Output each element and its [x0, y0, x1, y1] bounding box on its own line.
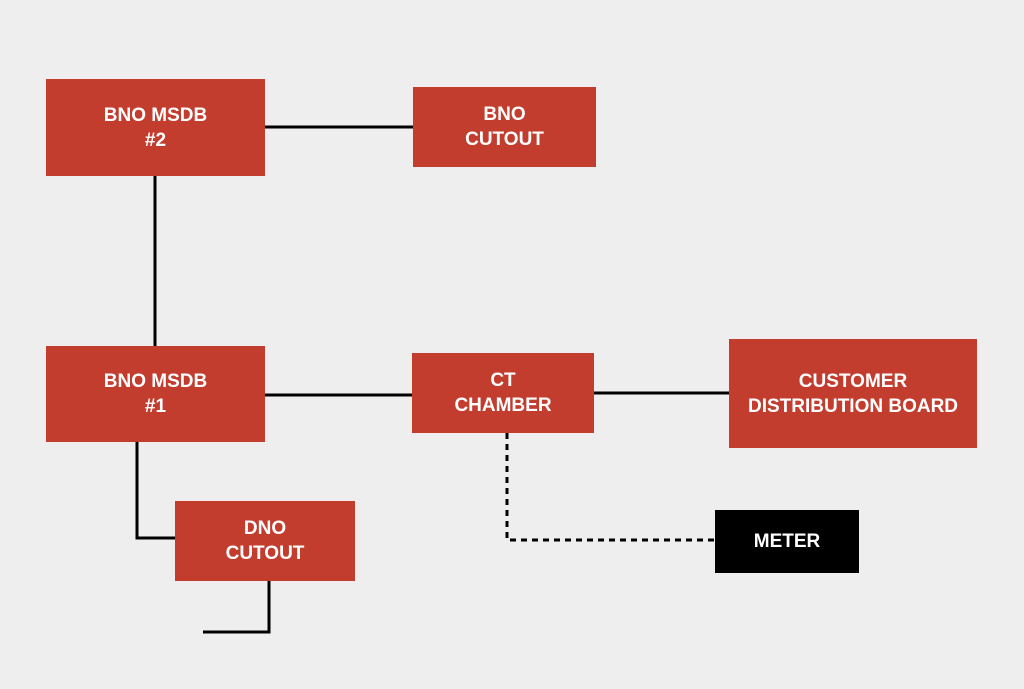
customer-db-label-line1: CUSTOMER: [798, 370, 908, 392]
bno-msdb-2-label-line1: BNO MSDB: [103, 104, 208, 126]
bno-msdb-1-label-line1: BNO MSDB: [103, 371, 208, 392]
ct-chamber-label-line1: CT: [490, 370, 516, 391]
ct-chamber-box: CT CHAMBER: [412, 353, 594, 433]
bno-msdb-2-box: BNO MSDB #2: [46, 79, 265, 176]
connector-msdb1-to-dno-cutout: [135, 442, 175, 540]
bno-cutout-label-line1: BNO: [483, 104, 526, 125]
dno-cutout-box: DNO CUTOUT: [175, 501, 355, 581]
customer-db-label-line2: DISTRIBUTION BOARD: [747, 395, 959, 417]
bno-msdb-2-label-line2: #2: [144, 129, 167, 151]
meter-label: METER: [753, 531, 821, 552]
dno-cutout-label-line2: CUTOUT: [225, 543, 305, 564]
bno-cutout-box: BNO CUTOUT: [413, 87, 596, 167]
connector-dno-cutout-supply: [203, 581, 271, 634]
connector-ct-chamber-to-meter: [505, 433, 715, 542]
bno-cutout-label-line2: CUTOUT: [465, 129, 544, 150]
bno-msdb-1-label-line2: #1: [144, 396, 167, 417]
dno-cutout-label-line1: DNO: [243, 518, 287, 539]
meter-box: METER: [715, 510, 859, 573]
customer-distribution-board-box: CUSTOMER DISTRIBUTION BOARD: [729, 339, 977, 448]
bno-msdb-1-box: BNO MSDB #1: [46, 346, 265, 442]
ct-chamber-label-line2: CHAMBER: [454, 395, 552, 416]
